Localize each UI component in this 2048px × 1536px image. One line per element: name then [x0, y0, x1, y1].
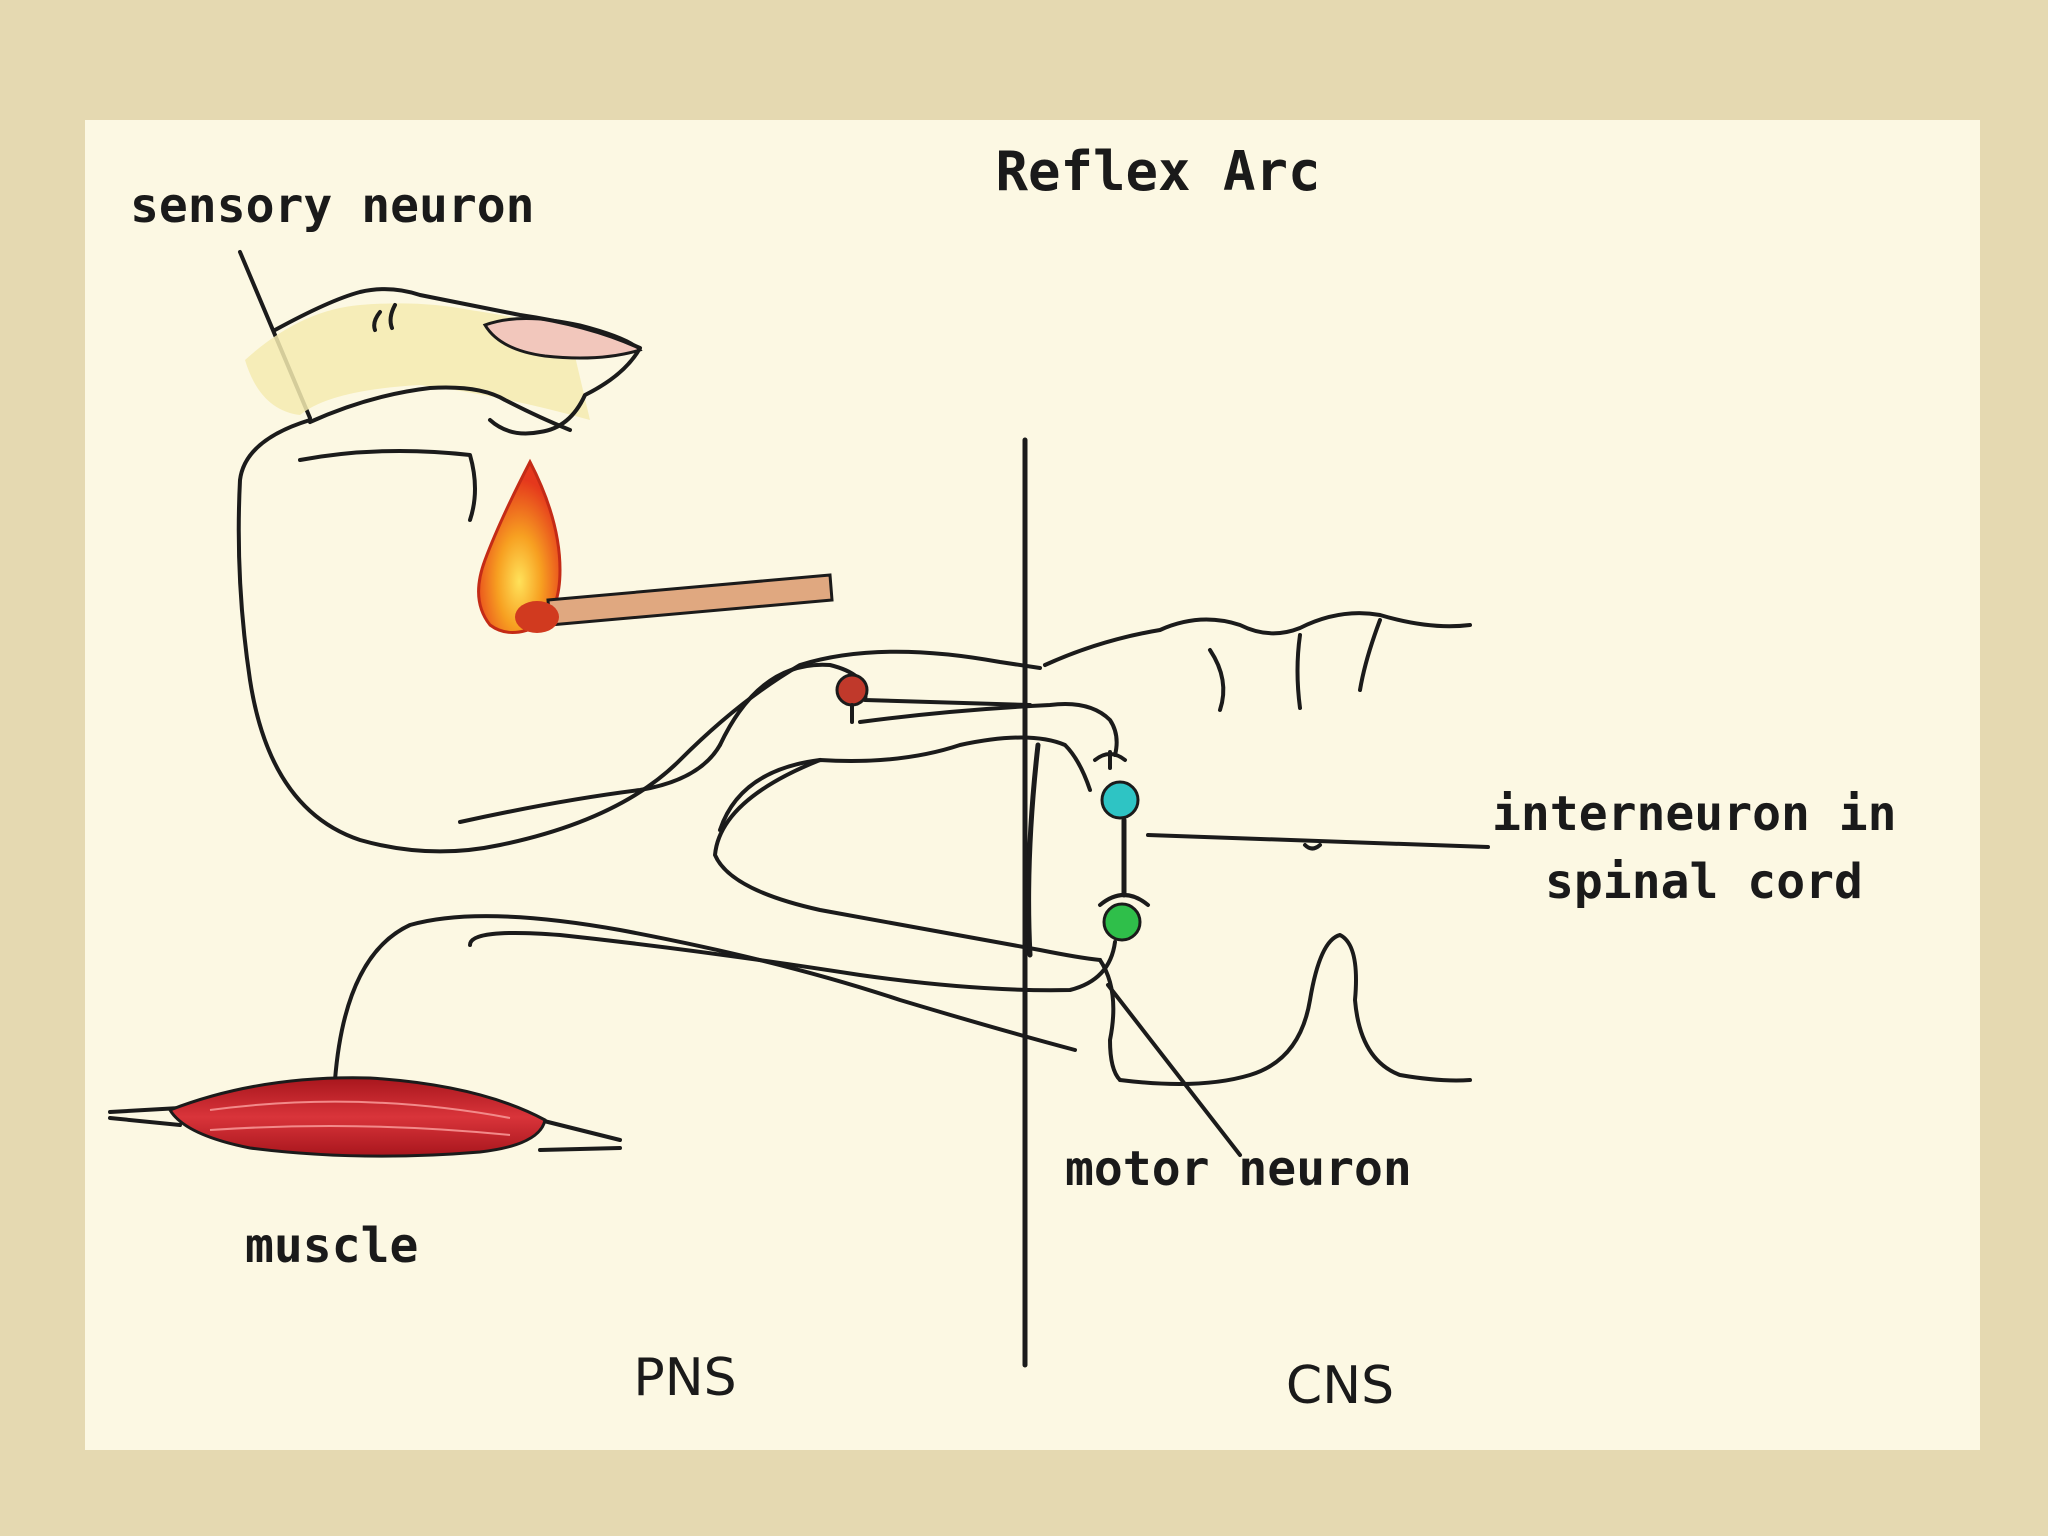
- muscle-label: muscle: [245, 1218, 418, 1274]
- pns-label: PNS: [633, 1348, 736, 1408]
- muscle-fiber-1: [209, 1100, 511, 1119]
- finger-crease-2: [388, 303, 397, 330]
- interneuron-pointer: [1146, 833, 1490, 849]
- finger-crease-1: [372, 310, 382, 332]
- ventral-root-exit: [1098, 958, 1122, 1082]
- motor-axon-exit: [468, 930, 1117, 993]
- hand-illustration: [245, 287, 643, 436]
- dorsal-horn-right: [1358, 618, 1382, 692]
- thumb-outline: [308, 385, 572, 432]
- burning-match: [477, 458, 834, 634]
- interneuron-synapse-terminal: [1098, 893, 1150, 907]
- muscle-tendon-left: [108, 1106, 182, 1127]
- spinal-cord-dorsal-edge: [1043, 611, 1472, 667]
- flame-icon: [477, 458, 562, 634]
- divider-overlap-mark: [1026, 742, 1041, 958]
- muscle-fiber-2: [209, 1125, 511, 1136]
- muscle-illustration: [108, 1076, 622, 1158]
- arm-lower-contour: [298, 449, 477, 522]
- interneuron-label-line1: interneuron in: [1492, 786, 1897, 842]
- motor-neuron-label: motor neuron: [1065, 1141, 1412, 1197]
- motor-nerve-to-muscle: [333, 914, 1077, 1082]
- diagram-title: Reflex Arc: [995, 140, 1320, 203]
- sensory-synapse-terminal: [1093, 750, 1127, 770]
- match-head: [515, 601, 559, 633]
- dorsal-horn-left: [1208, 648, 1226, 712]
- ventral-root-loop: [713, 758, 1102, 962]
- finger-outline: [273, 287, 642, 436]
- cns-label: CNS: [1286, 1356, 1394, 1416]
- sensory-neuron-label: sensory neuron: [130, 178, 535, 234]
- central-canal: [1303, 843, 1322, 851]
- muscle-belly: [167, 1076, 547, 1158]
- interneuron-cell-body: [1100, 780, 1140, 820]
- sensory-cell-body: [835, 673, 869, 707]
- motor-neuron-pointer: [1106, 983, 1242, 1157]
- dorsal-horn-center: [1295, 633, 1302, 710]
- ventral-median-fissure: [1118, 933, 1472, 1086]
- arm-upper-contour: [236, 418, 1042, 854]
- muscle-tendon-right: [538, 1118, 622, 1152]
- spinal-nerve-upper: [458, 743, 722, 824]
- spinal-cord: [1043, 611, 1472, 1086]
- interneuron-label-line2: spinal cord: [1545, 854, 1863, 910]
- sensory-axon-to-cord: [858, 702, 1119, 757]
- motor-cell-body: [1102, 902, 1142, 942]
- spinal-nerve-lower: [718, 735, 1092, 832]
